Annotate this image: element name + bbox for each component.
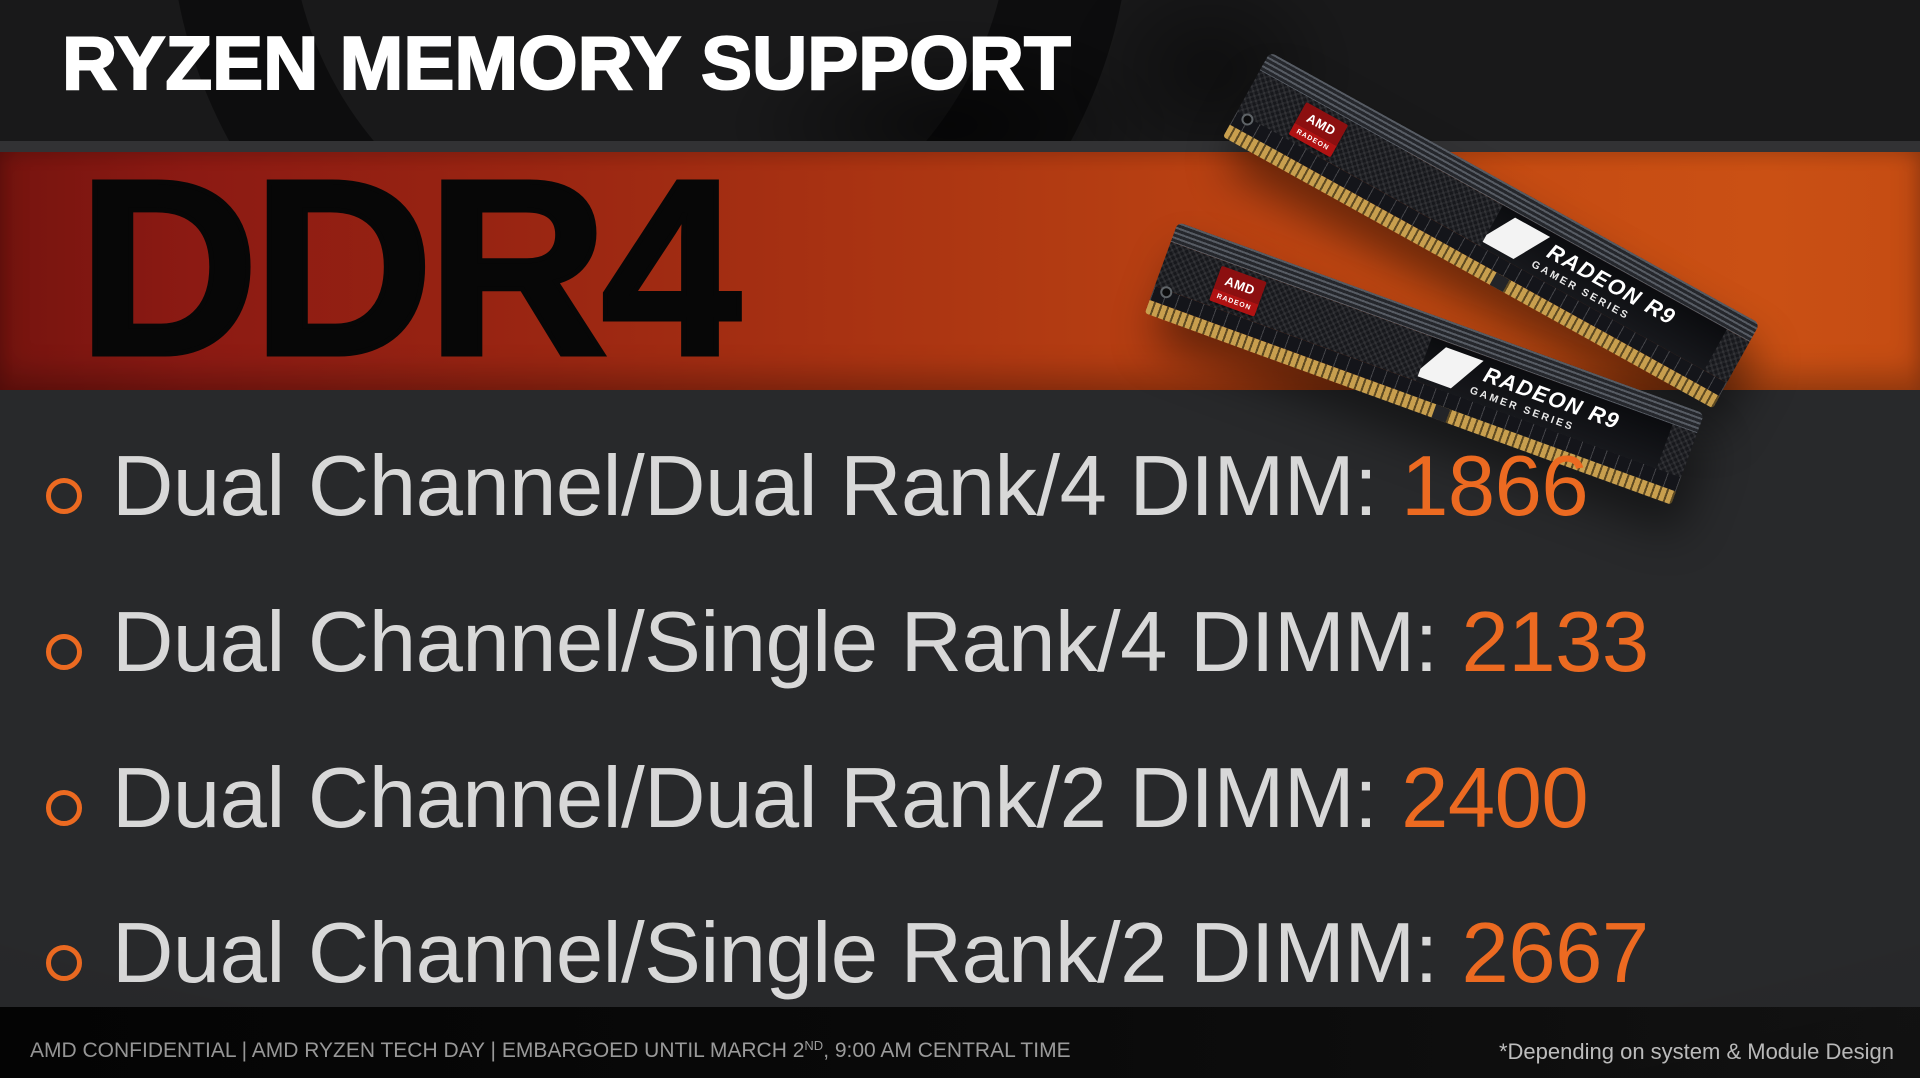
slide-title: RYZEN MEMORY SUPPORT [61,20,1072,106]
bullet-text: Dual Channel/Dual Rank/4 DIMM:1866 [112,438,1589,536]
confidential-text-main: AMD CONFIDENTIAL | AMD RYZEN TECH DAY | … [30,1039,805,1062]
bullet-ring-icon [46,634,82,670]
watermark-shadow-blob [740,30,1160,141]
bullet-ring-icon [46,945,82,981]
bullet-text: Dual Channel/Single Rank/4 DIMM:2133 [112,594,1649,692]
bullet-item: Dual Channel/Single Rank/2 DIMM:2667 [0,906,1920,1001]
bullet-item: Dual Channel/Single Rank/4 DIMM:2133 [0,595,1920,690]
white-slash-icon [1415,347,1484,389]
slide-footer: AMD CONFIDENTIAL | AMD RYZEN TECH DAY | … [0,1007,1920,1078]
bullet-item: Dual Channel/Dual Rank/2 DIMM:2400 [0,751,1920,846]
bullet-speed-value: 2667 [1461,906,1650,1001]
banner-heading: DDR4 [76,128,744,407]
amd-radeon-badge: AMD RADEON [1209,265,1267,317]
bullet-label: Dual Channel/Dual Rank/4 DIMM: [112,439,1378,534]
confidential-text-superscript: ND [804,1038,824,1053]
confidential-text: AMD CONFIDENTIAL | AMD RYZEN TECH DAY | … [30,1038,1071,1063]
bullet-speed-value: 2133 [1461,595,1650,690]
bullet-speed-value: 2400 [1401,751,1589,846]
bullet-label: Dual Channel/Single Rank/4 DIMM: [112,595,1438,690]
bullet-label: Dual Channel/Dual Rank/2 DIMM: [112,751,1378,846]
slide-header: RYZEN MEMORY SUPPORT [0,0,1920,141]
confidential-text-time: , 9:00 AM CENTRAL TIME [823,1039,1071,1062]
disclaimer-note: *Depending on system & Module Design [1498,1039,1894,1064]
bullet-ring-icon [46,478,82,514]
bullet-ring-icon [46,790,82,826]
bullet-text: Dual Channel/Single Rank/2 DIMM:2667 [112,905,1649,1003]
divider-strip [0,141,1920,152]
bullet-label: Dual Channel/Single Rank/2 DIMM: [112,906,1438,1001]
bullet-speed-value: 1866 [1401,439,1589,534]
orange-banner: DDR4 [0,128,1920,407]
bullet-text: Dual Channel/Dual Rank/2 DIMM:2400 [112,750,1589,848]
bullet-item: Dual Channel/Dual Rank/4 DIMM:1866 [0,439,1920,534]
